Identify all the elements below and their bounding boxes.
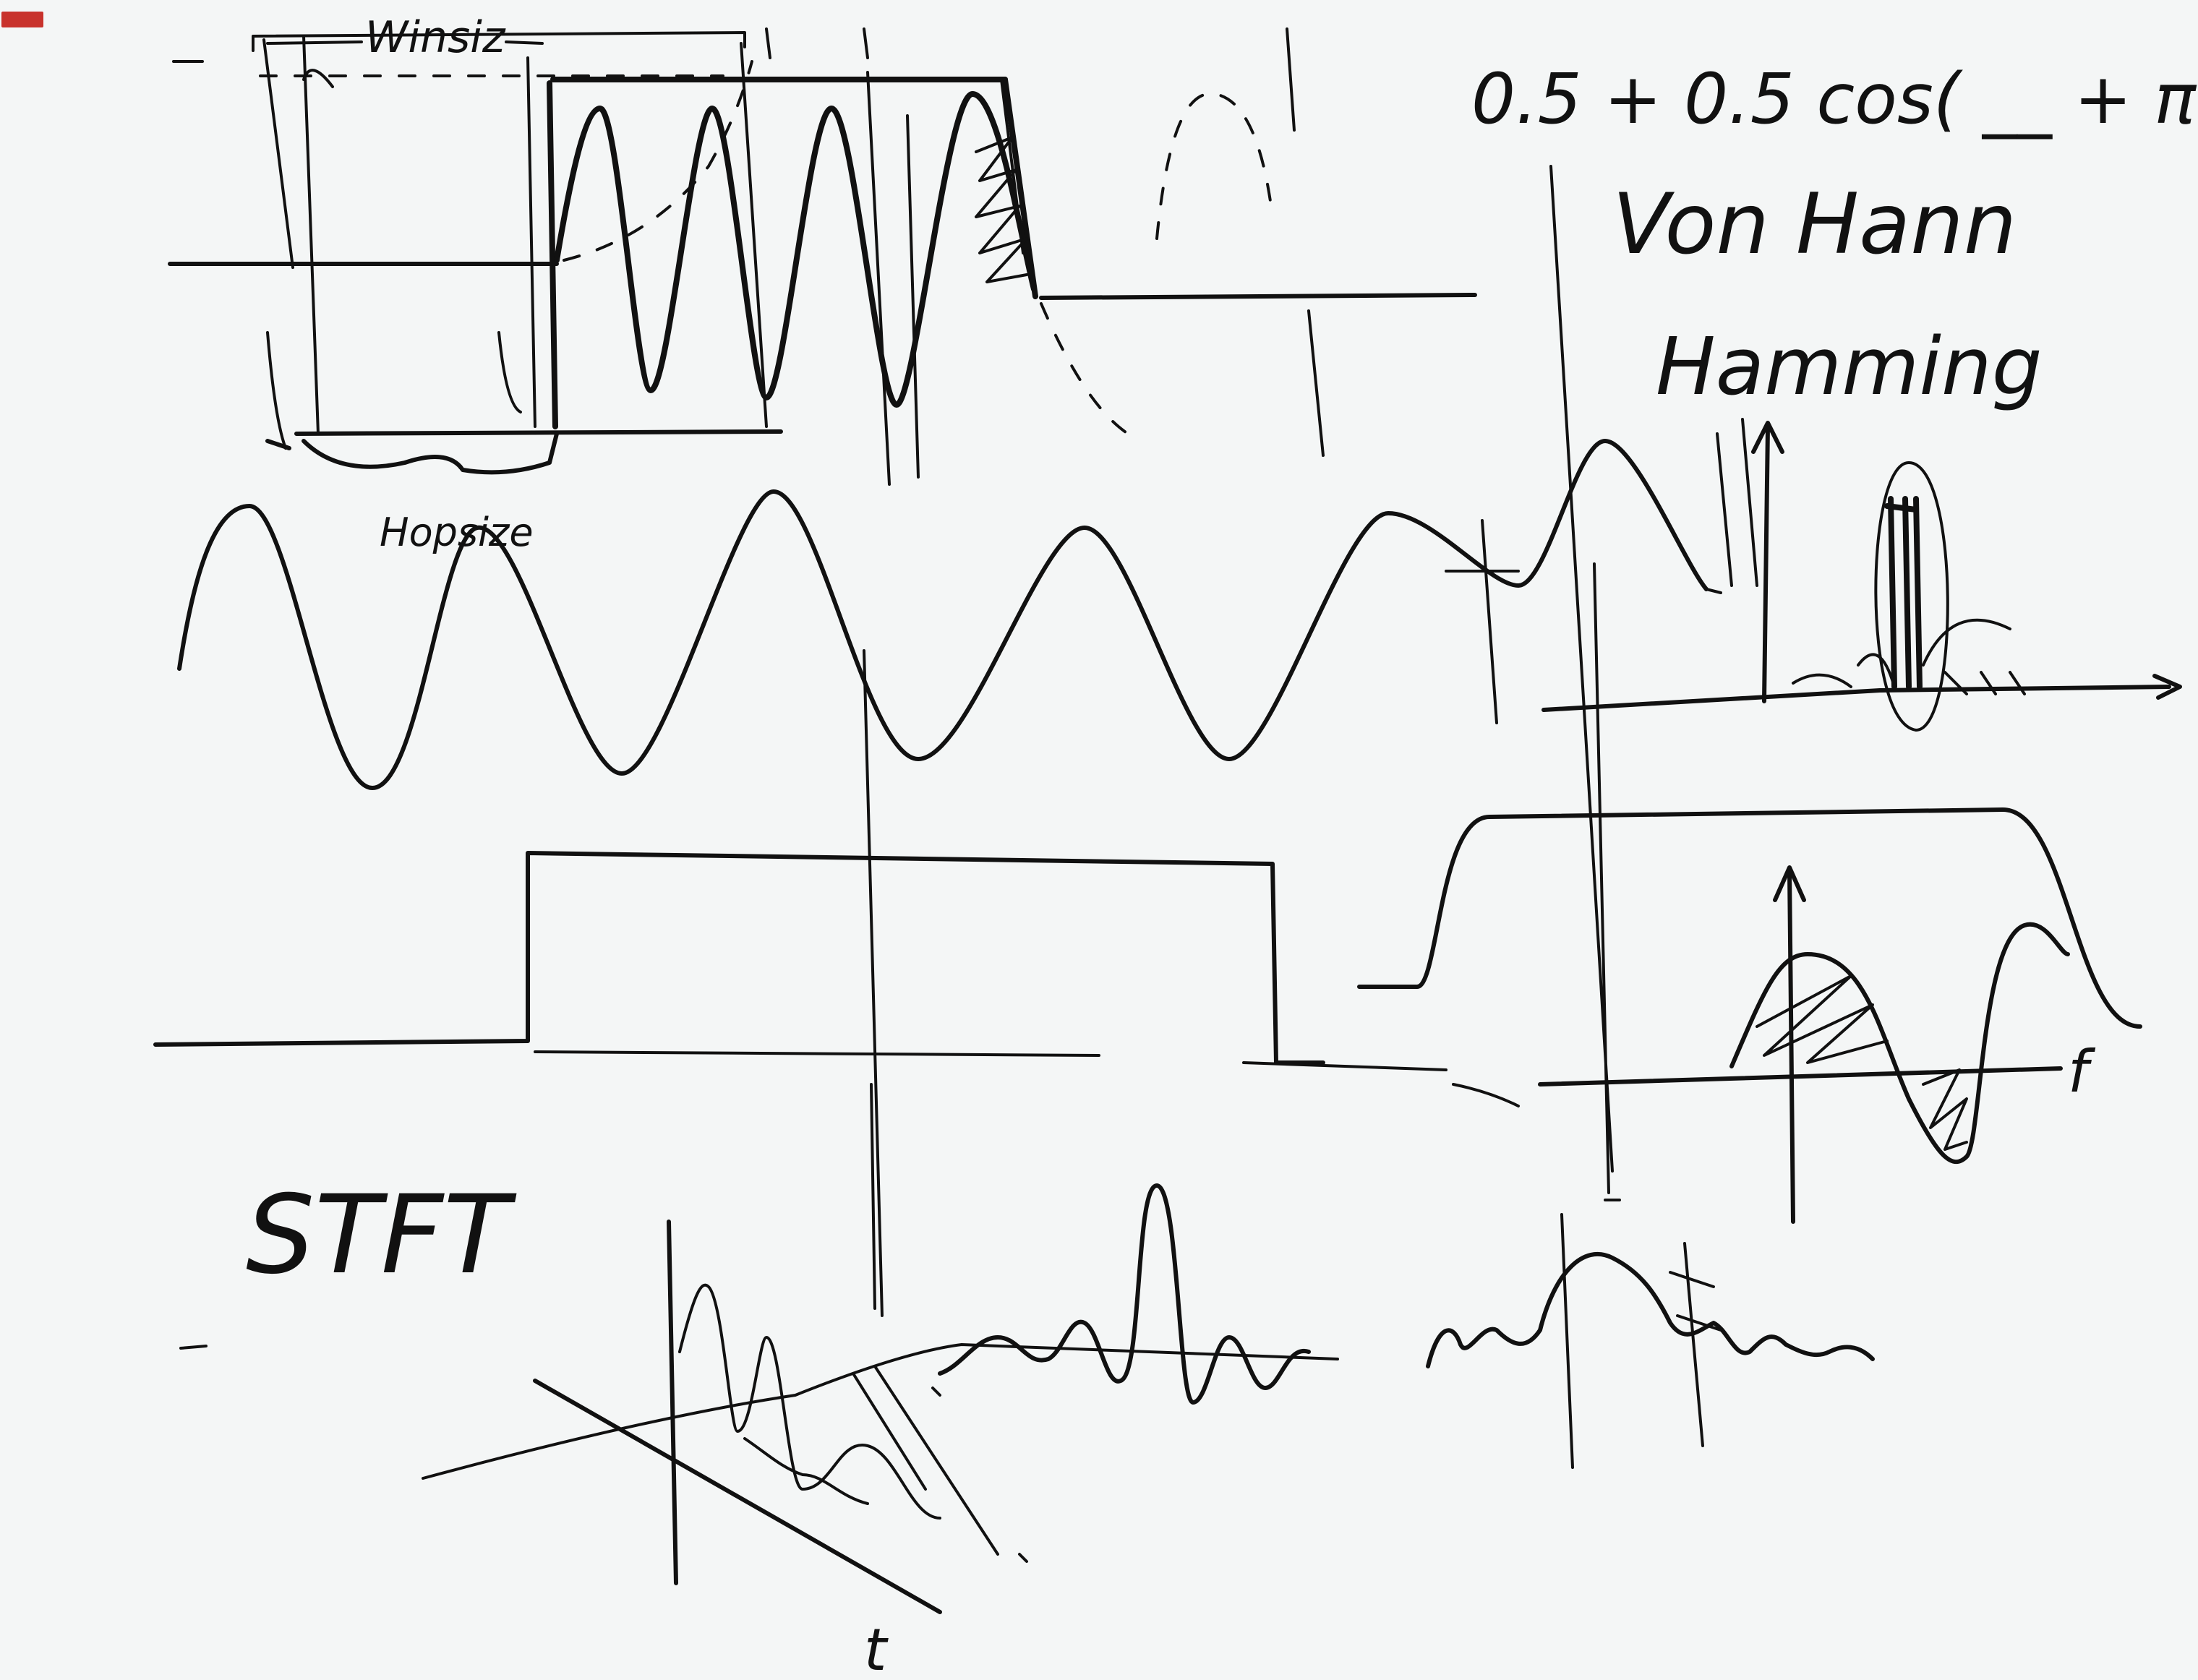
vertical-marks (264, 29, 1323, 484)
stft-label: STFT (246, 1173, 517, 1298)
spectrum-y-axis (1753, 423, 1782, 701)
left-window-curves (268, 70, 521, 448)
signal-baseline (170, 264, 1475, 298)
rect-pulse-baseline (535, 1052, 1518, 1106)
stft-spectra (680, 1285, 998, 1554)
time-axis-label: t (864, 1616, 889, 1680)
window-left-edge (550, 83, 555, 427)
frequency-axis-label: f (2068, 1038, 2096, 1105)
stft-front-spectrum (940, 1186, 1309, 1402)
hamming-label: Hamming (1656, 320, 2043, 413)
derivative-curve (1732, 925, 2068, 1162)
derivative-hatch (1757, 976, 1967, 1149)
winsize-label: Winsiz (365, 12, 506, 63)
stft-sketch (423, 1186, 1873, 1612)
spectrum-plot (1544, 423, 2180, 730)
derivative-plot (1540, 867, 2068, 1222)
right-vertical-marks (1562, 1214, 1721, 1467)
spectrum-x-axis (1544, 676, 2180, 710)
dashed-window-outline (260, 61, 752, 260)
dashed-sine-continuation (1041, 94, 1273, 434)
stft-horizontal-axis (423, 1345, 1338, 1478)
long-sine-wave (179, 441, 1706, 788)
window-diagram (170, 29, 1475, 484)
rect-pulse (155, 853, 1323, 1063)
hopsize-label: Hopsize (380, 510, 534, 555)
smooth-window-curve (1359, 810, 2140, 1027)
von-hann-label: Von Hann (1612, 176, 2017, 273)
windowed-sine (557, 94, 1034, 405)
window-formula-label: 0.5 + 0.5 cos( __ + π (1471, 59, 2197, 140)
right-sidelobes (1428, 1254, 1873, 1366)
stft-vertical-axis (669, 1222, 676, 1583)
spectral-peak (1887, 499, 1920, 687)
window-bottom-line (296, 432, 781, 434)
hopsize-bracket (268, 434, 557, 472)
